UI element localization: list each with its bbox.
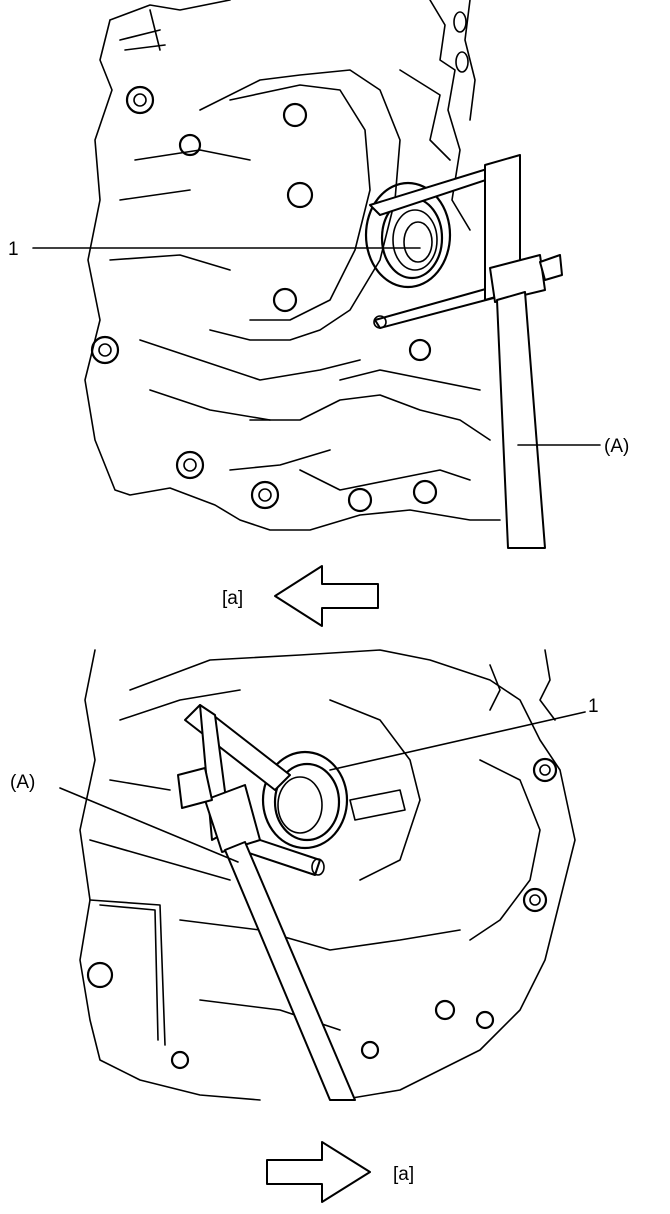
bottom-direction-label: [a] <box>393 1164 414 1185</box>
bottom-bolt-holes <box>86 757 558 1070</box>
top-special-tool <box>369 154 563 549</box>
bottom-special-tool <box>177 704 356 1101</box>
top-oil-seal <box>364 181 452 289</box>
top-figure: 1 (A) [a] <box>8 0 629 627</box>
top-direction-arrow-left <box>274 565 379 627</box>
top-callout-tool-label: (A) <box>604 436 629 457</box>
top-bolt-holes <box>90 11 469 513</box>
bottom-callout-line-tool <box>59 787 239 863</box>
bottom-oil-seal <box>261 750 349 850</box>
bottom-callout-line-part <box>329 711 586 771</box>
top-direction-label: [a] <box>222 588 243 609</box>
bottom-figure: 1 (A) [a] <box>10 649 599 1203</box>
top-callout-part-label: 1 <box>8 239 19 260</box>
bottom-direction-arrow-right <box>266 1141 371 1203</box>
bottom-transmission-case <box>79 649 576 1101</box>
top-transmission-case <box>84 0 501 531</box>
bottom-callout-tool-label: (A) <box>10 772 35 793</box>
bottom-callout-part-label: 1 <box>588 696 599 717</box>
